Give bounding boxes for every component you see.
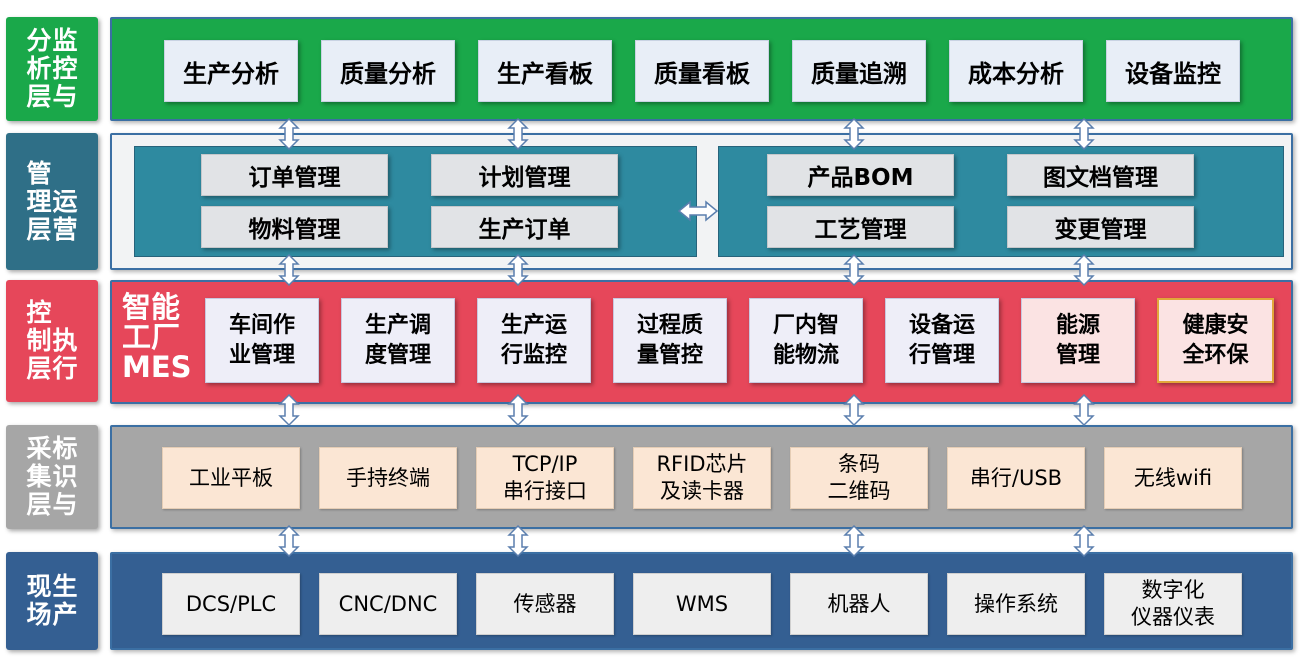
operation-item[interactable]: 生产订单 (431, 206, 618, 248)
layer-label-analysis: 分监 析控 层与 (6, 17, 98, 121)
label-char: 制 (26, 326, 52, 355)
label-char: 分 (26, 26, 52, 55)
label-char: 控 (26, 298, 52, 327)
operation-item[interactable]: 变更管理 (1007, 206, 1194, 248)
execution-item[interactable]: 能源 管理 (1021, 298, 1135, 383)
operation-item[interactable]: 物料管理 (201, 206, 388, 248)
execution-item-highlighted[interactable]: 健康安 全环保 (1157, 298, 1274, 383)
label-char: 识 (52, 462, 78, 491)
label-char: 与 (52, 490, 78, 519)
collection-item[interactable]: 条码 二维码 (790, 447, 928, 509)
analysis-item[interactable]: 成本分析 (949, 40, 1083, 102)
layer-label-collection: 采标 集识 层与 (6, 425, 98, 529)
label-char: 行 (52, 354, 78, 383)
label-char: 层 (26, 354, 52, 383)
execution-item[interactable]: 设备运 行管理 (885, 298, 999, 383)
label-char: 标 (52, 434, 78, 463)
label-char: 与 (52, 82, 78, 111)
operation-item[interactable]: 计划管理 (431, 154, 618, 196)
label-char: 控 (52, 54, 78, 83)
label-char: 执 (52, 326, 78, 355)
analysis-item[interactable]: 设备监控 (1106, 40, 1240, 102)
analysis-item[interactable]: 质量看板 (635, 40, 769, 102)
label-char: 理 (26, 186, 52, 216)
execution-item[interactable]: 过程质 量管控 (613, 298, 727, 383)
execution-item[interactable]: 车间作 业管理 (205, 298, 319, 383)
analysis-item[interactable]: 质量分析 (321, 40, 455, 102)
field-item[interactable]: 机器人 (790, 573, 928, 635)
field-item[interactable]: 数字化 仪器仪表 (1104, 573, 1242, 635)
label-char: 产 (52, 600, 78, 629)
layer-label-operation: 管 理运 层营 (6, 133, 98, 270)
label-char: 集 (26, 462, 52, 491)
analysis-item[interactable]: 质量追溯 (792, 40, 926, 102)
label-char: 运 (52, 186, 78, 216)
label-char: 采 (26, 434, 52, 463)
analysis-item[interactable]: 生产看板 (478, 40, 612, 102)
label-char: 现 (26, 572, 52, 601)
label-char: 层 (26, 214, 52, 244)
collection-item[interactable]: 无线wifi (1104, 447, 1242, 509)
collection-item[interactable]: TCP/IP 串行接口 (476, 447, 614, 509)
operation-item[interactable]: 产品BOM (767, 154, 954, 196)
collection-item[interactable]: 工业平板 (162, 447, 300, 509)
field-item[interactable]: CNC/DNC (319, 573, 457, 635)
field-item[interactable]: 操作系统 (947, 573, 1085, 635)
layer-label-execution: 控 制执 层行 (6, 280, 98, 402)
label-char: 析 (26, 54, 52, 83)
execution-item[interactable]: 厂内智 能物流 (749, 298, 863, 383)
label-char: 场 (26, 600, 52, 629)
execution-item[interactable]: 生产调 度管理 (341, 298, 455, 383)
label-char: 层 (26, 490, 52, 519)
label-char: 监 (52, 26, 78, 55)
mes-title: 智能 工厂 MES (122, 290, 192, 384)
field-item[interactable]: DCS/PLC (162, 573, 300, 635)
label-char: 管 (26, 158, 52, 188)
field-item[interactable]: WMS (633, 573, 771, 635)
label-char: 生 (52, 572, 78, 601)
collection-item[interactable]: 串行/USB (947, 447, 1085, 509)
operation-item[interactable]: 订单管理 (201, 154, 388, 196)
execution-item[interactable]: 生产运 行监控 (477, 298, 591, 383)
field-item[interactable]: 传感器 (476, 573, 614, 635)
label-char: 营 (52, 214, 78, 244)
collection-item[interactable]: 手持终端 (319, 447, 457, 509)
operation-item[interactable]: 工艺管理 (767, 206, 954, 248)
analysis-item[interactable]: 生产分析 (164, 40, 298, 102)
collection-item[interactable]: RFID芯片 及读卡器 (633, 447, 771, 509)
layer-label-field: 现生 场产 (6, 552, 98, 650)
label-char: 层 (26, 82, 52, 111)
operation-item[interactable]: 图文档管理 (1007, 154, 1194, 196)
